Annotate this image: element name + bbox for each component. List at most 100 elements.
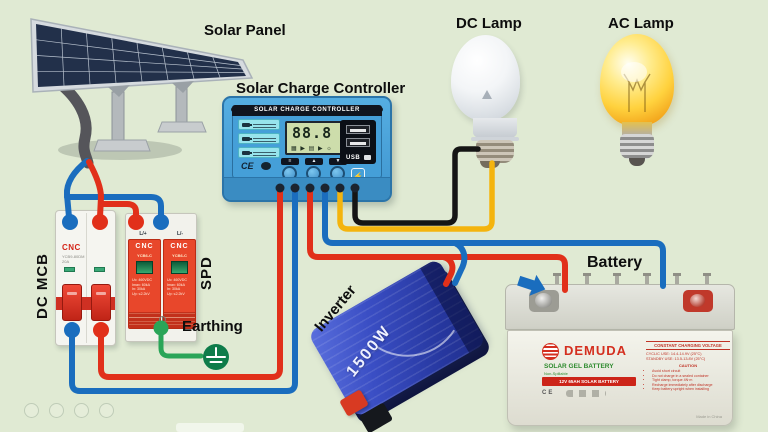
mcb-indicator-window bbox=[64, 267, 75, 272]
spd-lower-band bbox=[129, 312, 160, 328]
dc-mcb-label: DC MCB bbox=[34, 253, 51, 319]
panel-base-left bbox=[93, 139, 151, 152]
watermark-icons bbox=[24, 403, 124, 423]
battery-mode-chip bbox=[238, 147, 280, 158]
lcd-flow-icons: ▦ ▶ ▤ ▶ ☼ bbox=[291, 146, 333, 152]
spd-spec-line: Up: ≤2.2kV bbox=[132, 291, 150, 296]
battery-caution-list: Avoid short circuit Do not charge in a s… bbox=[652, 369, 730, 392]
battery-caution-title: CAUTION bbox=[678, 363, 698, 368]
spd-specs: Uc: 460VDC Imax: 60kA In: 30kA Up: ≤2.2k… bbox=[132, 278, 152, 296]
spd-terminal-label-minus: L/- bbox=[176, 231, 184, 237]
usb-port[interactable] bbox=[346, 125, 370, 134]
power-inverter: 1500W bbox=[300, 258, 493, 432]
lcd-value: 88.8 bbox=[292, 124, 333, 142]
caution-item: Do not charge in a sealed container bbox=[652, 374, 730, 379]
battery-positive-terminal bbox=[529, 290, 559, 312]
up-arrow-icon: ▲ bbox=[305, 158, 323, 165]
caution-item: Recharge immediately after discharge bbox=[652, 383, 730, 388]
spd-brand: CNC bbox=[135, 243, 154, 250]
mcb-indicator-window bbox=[94, 267, 105, 272]
caution-item: Avoid short circuit bbox=[652, 369, 730, 374]
mcb-pole-seam bbox=[86, 213, 87, 343]
battery-model-banner: 12V 65AH SOLAR BATTERY bbox=[542, 377, 636, 386]
solar-gel-battery: DEMUDA SOLAR GEL BATTERY Non-Spillable 1… bbox=[505, 273, 735, 428]
earthing-label: Earthing bbox=[182, 318, 243, 335]
battery-front-label: DEMUDA SOLAR GEL BATTERY Non-Spillable 1… bbox=[507, 330, 733, 426]
mcb-brand: CNC bbox=[62, 243, 81, 252]
dc-lamp-bulb bbox=[448, 30, 526, 170]
battery-vent-post bbox=[673, 273, 681, 285]
chip-text-lines bbox=[253, 137, 276, 142]
spd-spec-line: Uc: 460VDC bbox=[132, 278, 152, 282]
spd-spec-line: Up: ≤2.2kV bbox=[167, 291, 185, 296]
ac-lamp-screw-base bbox=[620, 134, 654, 159]
spd-label: SPD bbox=[198, 256, 215, 290]
inverter-body: 1500W bbox=[307, 258, 487, 418]
battery-brand: DEMUDA bbox=[564, 343, 628, 358]
battery-mode-chip bbox=[238, 133, 280, 144]
battery-negative-terminal bbox=[683, 290, 713, 312]
battery-subtype: Non-Spillable bbox=[544, 371, 568, 376]
battery-panel-title: CONSTANT CHARGING VOLTAGE bbox=[646, 341, 730, 350]
controller-terminal-strip bbox=[224, 177, 390, 200]
pv-cable bbox=[52, 76, 94, 169]
battery-label: Battery bbox=[587, 254, 643, 271]
spd-status-window bbox=[136, 261, 153, 274]
spd-module: CNC YCB6-C Uc: 460VDC Imax: 60kA In: 30k… bbox=[128, 239, 161, 329]
dc-lamp-label: DC Lamp bbox=[456, 15, 522, 32]
ac-lamp-label: AC Lamp bbox=[608, 15, 674, 32]
battery-cert-icons bbox=[566, 390, 606, 397]
panel-leg-left bbox=[111, 91, 125, 143]
spd-model: YCB6-C bbox=[172, 253, 187, 258]
battery-standby-line: STANDBY USE: 13.5-13.8V (25°C) bbox=[646, 357, 706, 361]
filament-icon bbox=[621, 62, 651, 112]
battery-spec-panel: CONSTANT CHARGING VOLTAGE CYCLIC USE: 14… bbox=[646, 341, 730, 392]
watermark-box bbox=[176, 423, 244, 432]
controller-label: Solar Charge Controller bbox=[236, 80, 406, 97]
battery-made-in: Made in China bbox=[696, 414, 722, 419]
usb-plug-icon bbox=[364, 155, 371, 160]
battery-ce-mark: CE bbox=[542, 390, 555, 396]
chip-text-lines bbox=[253, 123, 276, 128]
solar-charge-controller: SOLAR CHARGE CONTROLLER CE 88.8 V% AH ▦ … bbox=[222, 96, 392, 202]
demuda-logo-icon bbox=[542, 343, 559, 360]
battery-icon bbox=[242, 151, 252, 155]
panel-grid bbox=[36, 28, 245, 86]
solar-panel-label: Solar Panel bbox=[204, 22, 286, 39]
ce-mark: CE bbox=[241, 161, 254, 171]
earth-mark-icon bbox=[159, 316, 166, 323]
dc-lamp-contact-tip bbox=[480, 161, 500, 168]
panel-bracket-left bbox=[108, 85, 130, 97]
ac-lamp-bulb bbox=[596, 30, 680, 172]
ac-lamp-contact-tip bbox=[629, 158, 645, 166]
watermark-icon bbox=[49, 403, 64, 418]
mcb-switch-handle[interactable] bbox=[62, 284, 82, 321]
mcb-switch-handle[interactable] bbox=[91, 284, 111, 321]
dc-mcb-breaker: CNC YCB9-80DM 20A bbox=[55, 210, 116, 346]
caution-item: Tight clamp, torque 4N·m bbox=[652, 378, 730, 383]
spd-module: CNC YCB6-C Uc: 460VDC Imax: 60kA In: 30k… bbox=[163, 239, 196, 329]
spd-terminal-label-plus: L/+ bbox=[139, 231, 147, 237]
rohs-logo-icon bbox=[261, 162, 271, 170]
panel-bracket-right bbox=[172, 81, 194, 93]
ac-lamp-neck bbox=[622, 122, 652, 135]
dc-lamp-neck bbox=[473, 118, 517, 140]
usb-label: USB bbox=[346, 155, 361, 161]
battery-icon bbox=[242, 123, 252, 127]
usb-port[interactable] bbox=[346, 138, 370, 147]
watermark-icon bbox=[24, 403, 39, 418]
spd-spec-line: Uc: 460VDC bbox=[167, 278, 187, 282]
battery-cycle-line: CYCLIC USE: 14.4-14.9V (25°C) bbox=[646, 351, 702, 356]
spd-specs: Uc: 460VDC Imax: 60kA In: 30kA Up: ≤2.2k… bbox=[167, 278, 187, 296]
panel-base-right bbox=[157, 121, 207, 133]
menu-icon: ≡ bbox=[281, 158, 299, 165]
caution-item: Keep battery upright when installing bbox=[652, 387, 730, 392]
dc-lamp-screw-base bbox=[476, 140, 514, 163]
battery-vent-post bbox=[703, 273, 711, 285]
dc-lamp-dome bbox=[451, 35, 520, 121]
watermark-icon bbox=[74, 403, 89, 418]
controller-faceplate: CE 88.8 V% AH ▦ ▶ ▤ ▶ ☼ ≡ ▲ ▼ USB bbox=[232, 116, 382, 187]
spd-brand: CNC bbox=[170, 243, 189, 250]
